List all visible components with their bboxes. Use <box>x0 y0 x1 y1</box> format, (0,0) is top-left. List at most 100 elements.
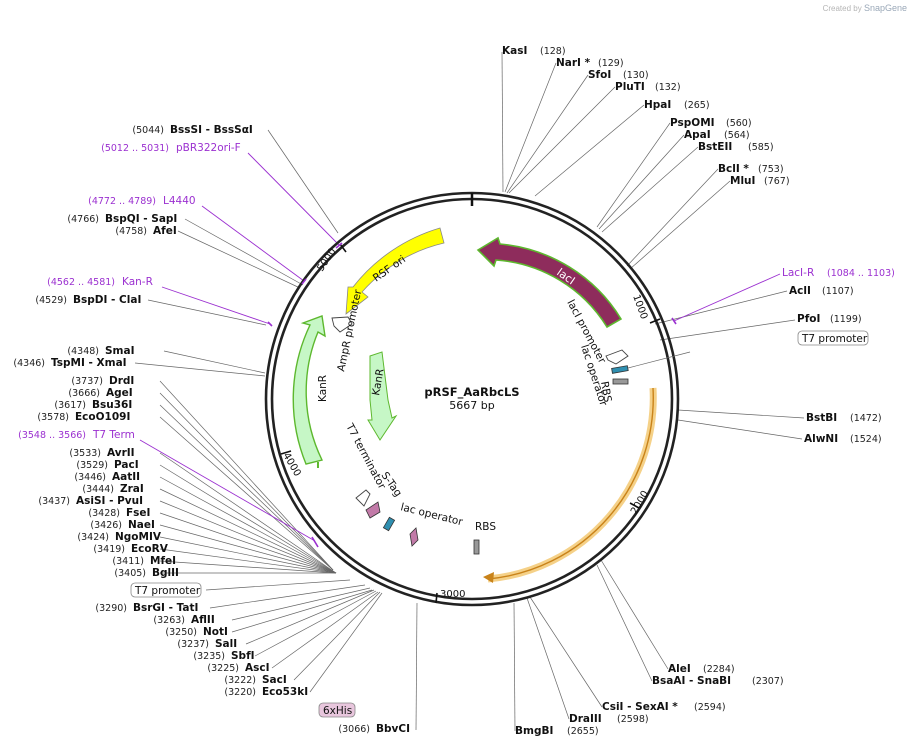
his-tag-box[interactable]: 6xHis <box>318 702 356 718</box>
rsf-ori-feature[interactable] <box>345 227 445 315</box>
site-name[interactable]: BsrGI - TatI <box>133 602 198 614</box>
site-name[interactable]: EcoRV <box>131 543 169 555</box>
site-name[interactable]: MfeI <box>150 555 176 567</box>
leader-line <box>159 512 337 574</box>
leader-line <box>159 476 337 574</box>
leader-line <box>596 122 671 228</box>
site-name[interactable]: Bsu36I <box>92 399 132 411</box>
site-name[interactable]: PacI <box>114 459 139 471</box>
tick-label-1000: 1000 <box>630 293 649 321</box>
site-name[interactable]: BssSI - BssSαI <box>170 124 253 136</box>
leader-line <box>415 602 418 731</box>
site-name[interactable]: AsiSI - PvuI <box>76 495 143 507</box>
lacI-feature[interactable] <box>476 236 623 329</box>
rbs-b-feature[interactable] <box>473 539 480 555</box>
site-name[interactable]: BglII <box>152 567 179 579</box>
site-position: (3529) <box>76 460 108 471</box>
site-name[interactable]: ApaI <box>684 129 711 141</box>
site-name[interactable]: BmgBI <box>515 725 553 737</box>
site-name[interactable]: NarI * <box>556 57 591 69</box>
site-name[interactable]: AleI <box>668 663 691 675</box>
site-name[interactable]: BbvCI <box>376 723 410 735</box>
leader-line <box>526 597 570 720</box>
site-name[interactable]: KasI <box>502 45 527 57</box>
site-name[interactable]: SbfI <box>231 650 255 662</box>
site-name[interactable]: EcoO109I <box>75 411 130 423</box>
site-name[interactable]: BsaAI - SnaBI <box>652 675 731 687</box>
site-name[interactable]: MluI <box>730 175 755 187</box>
site-name[interactable]: AatII <box>112 471 140 483</box>
kanr-outer-feature[interactable] <box>292 315 326 465</box>
t7-terminator-feature[interactable] <box>355 489 371 507</box>
site-name[interactable]: NaeI <box>128 519 155 531</box>
site-name[interactable]: ZraI <box>120 483 144 495</box>
site-name[interactable]: SacI <box>262 674 287 686</box>
site-name[interactable]: AscI <box>245 662 270 674</box>
site-name[interactable]: HpaI <box>644 99 671 111</box>
primer-name[interactable]: LacI-R <box>782 267 814 279</box>
orf-line <box>487 387 654 580</box>
site-position: (4766) <box>67 214 99 225</box>
ampr-promoter-feature[interactable] <box>331 316 353 333</box>
site-name[interactable]: SalI <box>215 638 237 650</box>
primer-name[interactable]: pBR322ori-F <box>176 142 241 154</box>
s-tag-feature[interactable] <box>365 501 381 519</box>
site-name[interactable]: AfeI <box>153 225 177 237</box>
site-name[interactable]: AvrII <box>107 447 135 459</box>
site-name[interactable]: PluTI <box>615 81 645 93</box>
site-name[interactable]: Eco53kI <box>262 686 308 698</box>
site-name[interactable]: DraIII <box>569 713 602 725</box>
tick-label-2000: 2000 <box>629 489 651 517</box>
t7-promoter-left-box[interactable]: T7 promoter <box>130 582 202 598</box>
site-position: (128) <box>540 46 566 57</box>
site-name[interactable]: BstBI <box>806 412 837 424</box>
site-position: (2655) <box>567 726 599 737</box>
rbs-a-feature[interactable] <box>612 378 629 385</box>
t7-promoter-right-box[interactable]: T7 promoter <box>797 330 869 346</box>
leader-line <box>159 560 337 574</box>
lac-operator-a-feature[interactable] <box>611 365 629 374</box>
site-name[interactable]: AflII <box>191 614 215 626</box>
site-position: (3533) <box>69 448 101 459</box>
site-name[interactable]: PspOMI <box>670 117 715 129</box>
right-site-labels: KasI (128) NarI * (129) SfoI (130) PluTI… <box>502 45 882 737</box>
primer-labels: (5012 .. 5031) pBR322ori-F (4772 .. 4789… <box>18 142 895 441</box>
site-name[interactable]: SfoI <box>588 69 611 81</box>
primer-name[interactable]: Kan-R <box>122 276 153 288</box>
leader-line <box>271 591 379 669</box>
site-position: (3263) <box>153 615 185 626</box>
site-position: (2594) <box>694 702 726 713</box>
leader-line <box>184 218 304 286</box>
leader-line <box>629 180 731 270</box>
site-name[interactable]: BspDI - ClaI <box>73 294 141 306</box>
lac-operator-b-feature[interactable] <box>382 516 396 532</box>
site-position: (3066) <box>338 724 370 735</box>
primer-range: (4772 .. 4789) <box>88 196 156 207</box>
kanr-inner-feature[interactable] <box>367 351 398 441</box>
site-name[interactable]: TspMI - XmaI <box>51 357 127 369</box>
lacI-promoter-feature[interactable] <box>605 349 629 365</box>
site-name[interactable]: PfoI <box>797 313 820 325</box>
site-name[interactable]: SmaI <box>105 345 135 357</box>
primer-range: (4562 .. 4581) <box>47 277 115 288</box>
site-name[interactable]: BspQI - SapI <box>105 213 177 225</box>
site-name[interactable]: CsiI - SexAI * <box>602 701 678 713</box>
site-position: (3220) <box>224 687 256 698</box>
primer-range: (5012 .. 5031) <box>101 143 169 154</box>
site-name[interactable]: FseI <box>126 507 150 519</box>
leader-line <box>659 319 796 341</box>
site-name[interactable]: AgeI <box>106 387 133 399</box>
site-position: (3411) <box>112 556 144 567</box>
site-name[interactable]: BstEII <box>698 141 732 153</box>
leader-line <box>506 74 589 194</box>
site-name[interactable]: NotI <box>203 626 228 638</box>
site-name[interactable]: BclI * <box>718 163 749 175</box>
primer-name[interactable]: T7 Term <box>92 429 135 441</box>
site-name[interactable]: DrdI <box>109 375 134 387</box>
site-name[interactable]: AclI <box>789 285 811 297</box>
leader-line <box>508 86 616 194</box>
site-name[interactable]: NgoMIV <box>115 531 162 543</box>
primer-name[interactable]: L4440 <box>163 195 196 207</box>
site-name[interactable]: AlwNI <box>804 433 838 445</box>
his-tag-feature[interactable] <box>409 527 419 547</box>
